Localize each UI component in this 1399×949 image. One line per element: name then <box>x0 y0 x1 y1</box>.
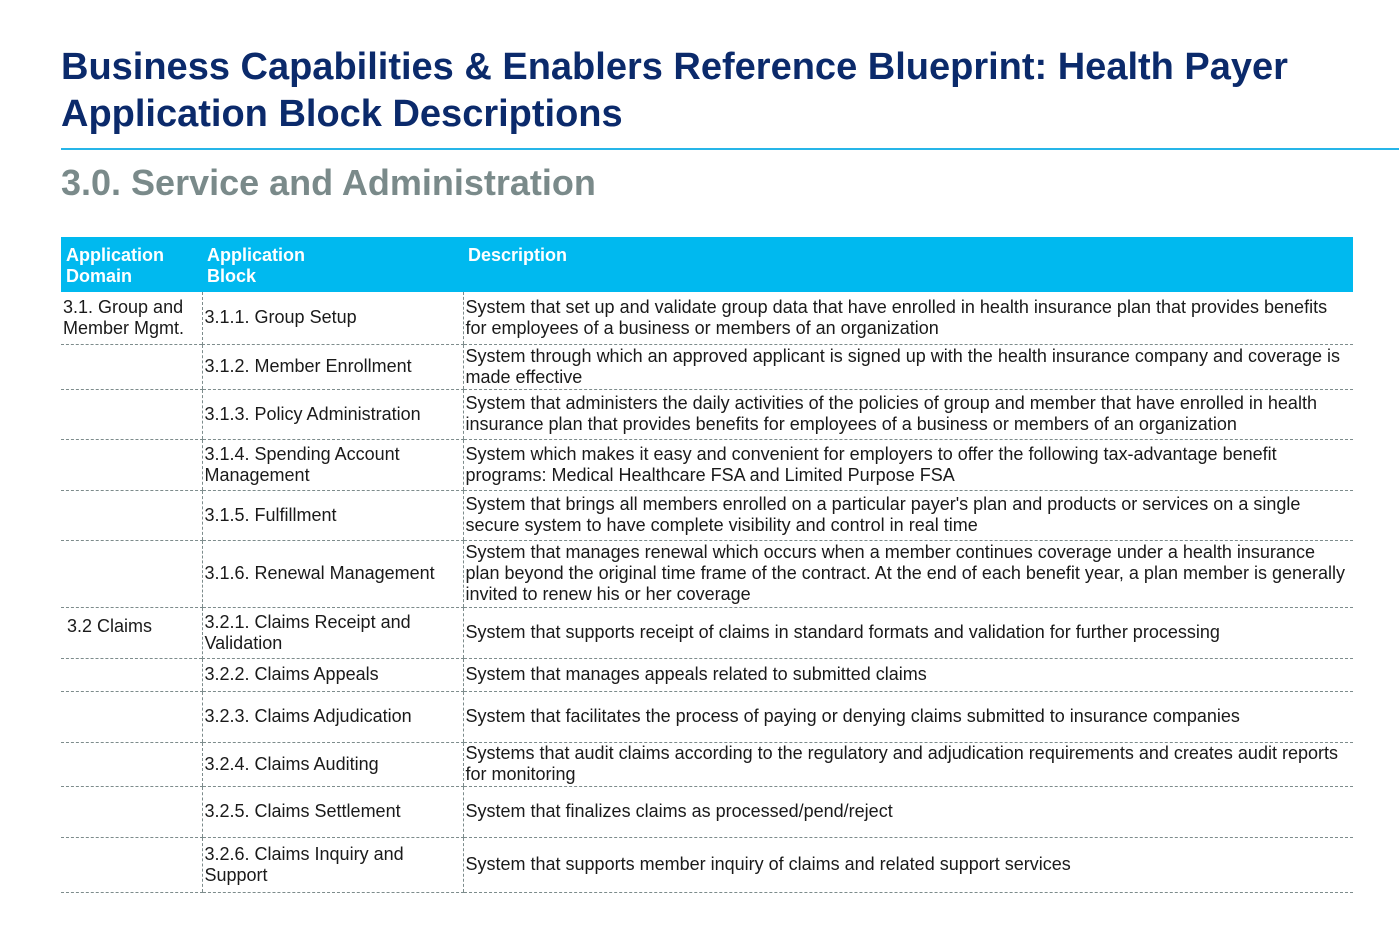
table-row: 3.2 Claims 3.2.1. Claims Receipt and Val… <box>61 607 1353 659</box>
domain-cell: 3.2 Claims <box>67 615 153 636</box>
domain-cell <box>61 389 202 440</box>
header-application-block: Application Block <box>202 237 463 292</box>
table-header-row: Application Domain Application Block Des… <box>61 237 1353 292</box>
domain-cell <box>61 490 202 541</box>
table-row: 3.2.5. Claims Settlement System that fin… <box>61 786 1353 838</box>
description-cell: System that facilitates the process of p… <box>462 691 1353 743</box>
domain-cell <box>61 837 202 893</box>
block-cell: 3.2.3. Claims Adjudication <box>201 691 463 743</box>
domain-cell <box>61 540 202 608</box>
title-divider <box>61 148 1399 150</box>
description-cell: System that set up and validate group da… <box>462 292 1353 345</box>
block-cell: 3.1.6. Renewal Management <box>201 540 463 608</box>
block-cell: 3.2.4. Claims Auditing <box>201 742 463 787</box>
domain-cell <box>61 439 202 491</box>
table-row: 3.1.4. Spending Account Management Syste… <box>61 439 1353 491</box>
description-cell: System that administers the daily activi… <box>462 389 1353 440</box>
description-cell: System that brings all members enrolled … <box>462 490 1353 541</box>
page-title: Business Capabilities & Enablers Referen… <box>61 46 1288 135</box>
header-description: Description <box>463 237 1353 292</box>
domain-cell: 3.1. Group and Member Mgmt. <box>63 297 185 338</box>
block-cell: 3.1.2. Member Enrollment <box>201 344 463 390</box>
table-row: 3.1.5. Fulfillment System that brings al… <box>61 490 1353 541</box>
table-row: 3.1.2. Member Enrollment System through … <box>61 343 1353 390</box>
description-cell: Systems that audit claims according to t… <box>462 742 1353 787</box>
description-cell: System that manages appeals related to s… <box>462 658 1353 692</box>
block-cell: 3.2.1. Claims Receipt and Validation <box>201 607 463 659</box>
section-title: 3.0. Service and Administration <box>61 162 596 203</box>
header-application-domain-label: Application Domain <box>66 245 164 286</box>
block-cell: 3.1.1. Group Setup <box>201 292 463 345</box>
description-cell: System that supports receipt of claims i… <box>462 607 1353 659</box>
table-row: 3.1. Group and Member Mgmt. 3.1.1. Group… <box>61 292 1353 345</box>
table-row: 3.1.6. Renewal Management System that ma… <box>61 540 1353 608</box>
block-cell: 3.1.5. Fulfillment <box>201 490 463 541</box>
block-cell: 3.2.5. Claims Settlement <box>201 786 463 838</box>
block-cell: 3.1.3. Policy Administration <box>201 389 463 440</box>
description-cell: System which makes it easy and convenien… <box>462 439 1353 491</box>
description-cell: System that finalizes claims as processe… <box>462 786 1353 838</box>
domain-cell <box>61 691 202 743</box>
domain-cell <box>61 343 202 390</box>
table-row: 3.2.6. Claims Inquiry and Support System… <box>61 837 1353 893</box>
header-description-label: Description <box>468 245 568 265</box>
block-cell: 3.2.6. Claims Inquiry and Support <box>201 837 463 893</box>
table-row: 3.2.2. Claims Appeals System that manage… <box>61 657 1353 692</box>
block-cell: 3.2.2. Claims Appeals <box>201 658 463 692</box>
description-cell: System that supports member inquiry of c… <box>462 837 1353 893</box>
domain-cell <box>61 657 202 692</box>
application-block-table: Application Domain Application Block Des… <box>61 237 1353 893</box>
table-row: 3.2.4. Claims Auditing Systems that audi… <box>61 742 1353 787</box>
header-application-domain: Application Domain <box>61 237 202 292</box>
domain-cell <box>61 786 202 838</box>
header-application-block-label: Application Block <box>207 245 305 286</box>
table-row: 3.1.3. Policy Administration System that… <box>61 389 1353 440</box>
description-cell: System that manages renewal which occurs… <box>462 540 1353 608</box>
domain-cell <box>61 742 202 787</box>
block-cell: 3.1.4. Spending Account Management <box>201 439 463 491</box>
description-cell: System through which an approved applica… <box>462 344 1353 390</box>
table-row: 3.2.3. Claims Adjudication System that f… <box>61 691 1353 743</box>
